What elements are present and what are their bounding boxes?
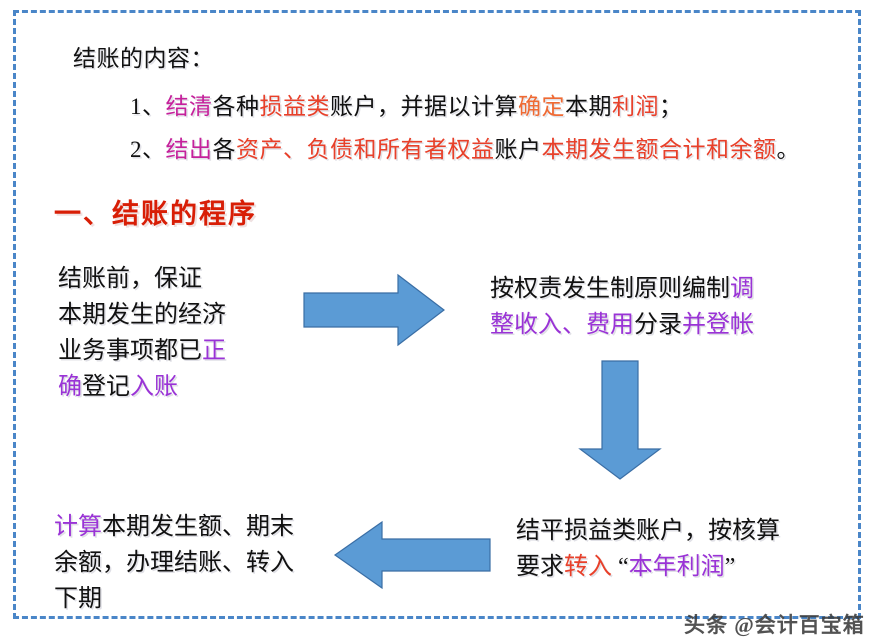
- text-run-1: 本期发生额、期末 余额，办理结账、转入 下期: [54, 514, 294, 612]
- list-text: 结清各种损益类账户，并据以计算确定本期利润；: [166, 94, 683, 119]
- flow-box-bottom-right: 结平损益类账户，按核算 要求转入 “本年利润”: [516, 513, 836, 585]
- text-run-4: 本期发生额合计和余额: [541, 137, 777, 162]
- list-index: 2、: [130, 137, 166, 162]
- text-run-1: 各: [212, 137, 236, 162]
- text-run-3: 账户，并据以计算: [330, 94, 518, 119]
- text-run-2: 资产、负债和所有者权益: [236, 137, 495, 162]
- text-run-0: 计算: [54, 514, 102, 540]
- flow-box-top-right: 按权责发生制原则编制调 整收入、费用分录并登帐: [490, 271, 820, 343]
- text-run-5: 本期: [565, 94, 612, 119]
- list-index: 1、: [130, 94, 166, 119]
- flow-box-bottom-left: 计算本期发生额、期末 余额，办理结账、转入 下期: [54, 509, 354, 617]
- text-run-1: 转入: [564, 554, 612, 580]
- content-list-item-2: 2、结出各资产、负债和所有者权益账户本期发生额合计和余额。: [130, 130, 800, 164]
- text-run-6: 利润: [612, 94, 659, 119]
- watermark: 头条 @会计百宝箱: [684, 613, 865, 637]
- text-run-3: 账户: [494, 137, 542, 162]
- text-run-1: 正 确: [58, 338, 226, 400]
- section-heading: 一、结账的程序: [54, 199, 257, 229]
- text-run-2: 分录: [634, 312, 682, 338]
- text-run-1: 各种: [212, 94, 260, 119]
- text-run-7: ；: [659, 94, 683, 119]
- text-run-0: 结清: [165, 94, 213, 119]
- text-run-0: 结平损益类账户，按核算 要求: [516, 518, 780, 580]
- slide-frame: 结账的内容： 1、结清各种损益类账户，并据以计算确定本期利润； 2、结出各资产、…: [13, 10, 864, 637]
- list-text: 结出各资产、负债和所有者权益账户本期发生额合计和余额。: [166, 137, 801, 162]
- text-run-3: 并登帐: [682, 312, 754, 338]
- arrow-right-icon: [302, 271, 446, 354]
- text-run-4: ”: [724, 554, 736, 580]
- content-list-item-1: 1、结清各种损益类账户，并据以计算确定本期利润；: [130, 87, 683, 121]
- flow-box-top-left: 结账前，保证 本期发生的经济 业务事项都已正 确登记入账: [58, 261, 308, 405]
- text-run-0: 结出: [165, 137, 213, 162]
- text-run-4: 确定: [518, 94, 565, 119]
- text-run-5: 。: [776, 137, 800, 162]
- arrow-left-icon: [332, 519, 492, 596]
- text-run-2: 登记: [82, 374, 130, 400]
- text-run-3: 入账: [130, 374, 178, 400]
- text-run-0: 结账前，保证 本期发生的经济 业务事项都已: [58, 266, 226, 364]
- text-run-2: 损益类: [259, 94, 330, 119]
- arrow-down-icon: [576, 359, 664, 486]
- text-run-0: 按权责发生制原则编制: [490, 276, 730, 302]
- content-heading: 结账的内容：: [73, 46, 214, 71]
- text-run-2: “: [612, 554, 629, 580]
- text-run-3: 本年利润: [628, 554, 725, 580]
- text-run-1: 调 整收入、费用: [490, 276, 754, 338]
